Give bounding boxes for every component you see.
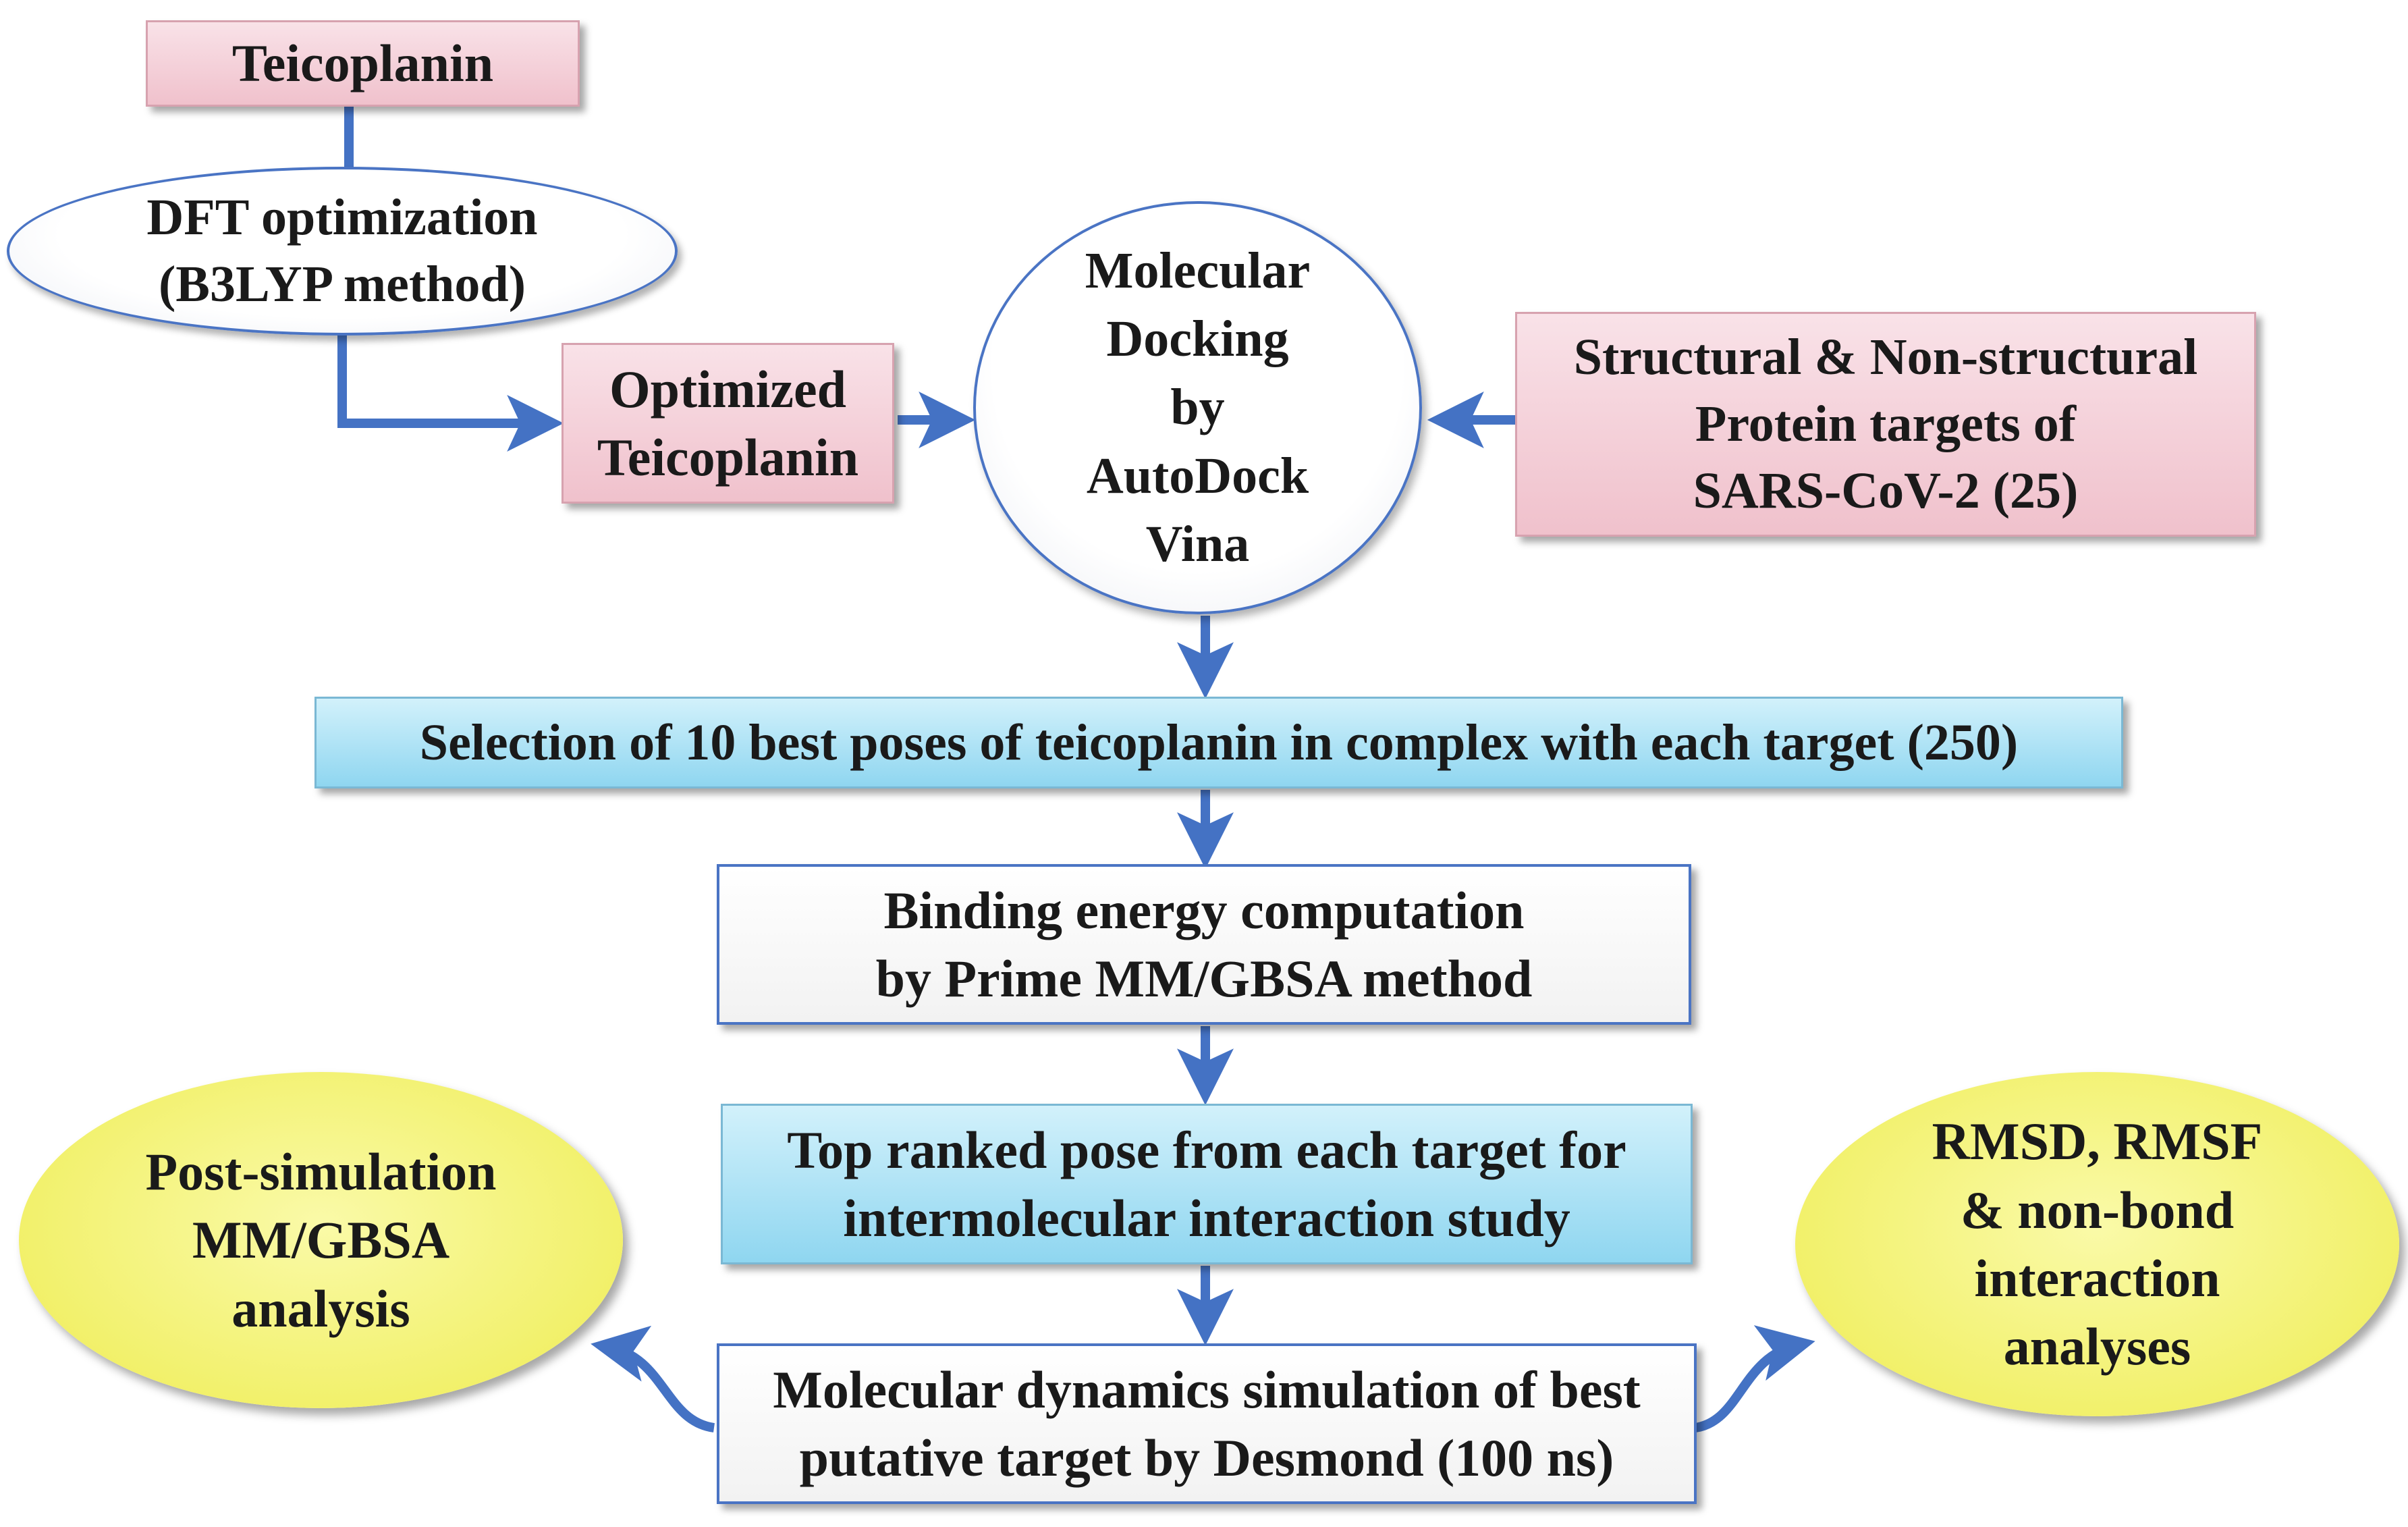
molecular-docking-line-3: by	[1170, 379, 1225, 436]
rmsd-analyses-oval: RMSD, RMSF & non-bond interaction analys…	[1795, 1072, 2399, 1416]
binding-energy-box: Binding energy computation by Prime MM/G…	[717, 864, 1691, 1025]
arrow-md-to-rmsd	[1694, 1325, 1815, 1432]
rmsd-analyses-line-3: interaction	[1974, 1249, 2220, 1308]
optimized-teicoplanin-box: Optimized Teicoplanin	[562, 343, 894, 504]
arrow-dft-to-optimized	[337, 327, 564, 452]
protein-targets-box: Structural & Non-structural Protein targ…	[1515, 312, 2256, 537]
best-poses-box: Selection of 10 best poses of teicoplani…	[314, 697, 2123, 788]
md-simulation-line-1: Molecular dynamics simulation of best	[773, 1360, 1641, 1419]
molecular-docking-line-4: AutoDock	[1086, 447, 1309, 504]
teicoplanin-label: Teicoplanin	[231, 34, 494, 93]
molecular-docking-line-2: Docking	[1106, 311, 1289, 368]
top-ranked-pose-line-2: intermolecular interaction study	[843, 1189, 1570, 1248]
binding-energy-line-2: by Prime MM/GBSA method	[875, 949, 1533, 1008]
dft-optimization-line-1: DFT optimization	[146, 189, 538, 246]
teicoplanin-box: Teicoplanin	[146, 20, 580, 107]
post-simulation-oval: Post-simulation MM/GBSA analysis	[19, 1072, 623, 1408]
top-ranked-pose-line-1: Top ranked pose from each target for	[787, 1120, 1626, 1179]
md-simulation-line-2: putative target by Desmond (100 ns)	[799, 1428, 1614, 1487]
top-ranked-pose-box: Top ranked pose from each target for int…	[721, 1104, 1693, 1264]
post-simulation-line-1: Post-simulation	[145, 1142, 497, 1201]
molecular-docking-line-1: Molecular	[1085, 242, 1311, 300]
protein-targets-line-2: Protein targets of	[1695, 396, 2077, 453]
optimized-teicoplanin-line-1: Optimized	[609, 359, 846, 419]
protein-targets-line-1: Structural & Non-structural	[1573, 329, 2198, 386]
rmsd-analyses-line-2: & non-bond	[1960, 1180, 2235, 1239]
post-simulation-line-3: analysis	[231, 1279, 410, 1338]
protein-targets-line-3: SARS-CoV-2 (25)	[1693, 462, 2079, 519]
dft-optimization-line-2: (B3LYP method)	[158, 256, 526, 313]
post-simulation-line-2: MM/GBSA	[192, 1210, 450, 1270]
md-simulation-box: Molecular dynamics simulation of best pu…	[717, 1343, 1697, 1504]
arrow-md-to-post-simulation	[591, 1325, 715, 1432]
optimized-teicoplanin-line-2: Teicoplanin	[597, 428, 859, 487]
rmsd-analyses-line-4: analyses	[2003, 1317, 2191, 1376]
rmsd-analyses-line-1: RMSD, RMSF	[1932, 1112, 2263, 1171]
dft-optimization-ellipse: DFT optimization (B3LYP method)	[7, 167, 678, 336]
best-poses-label: Selection of 10 best poses of teicoplani…	[419, 714, 2019, 771]
binding-energy-line-1: Binding energy computation	[883, 880, 1525, 940]
molecular-docking-line-5: Vina	[1145, 515, 1250, 572]
molecular-docking-circle: Molecular Docking by AutoDock Vina	[973, 201, 1422, 614]
